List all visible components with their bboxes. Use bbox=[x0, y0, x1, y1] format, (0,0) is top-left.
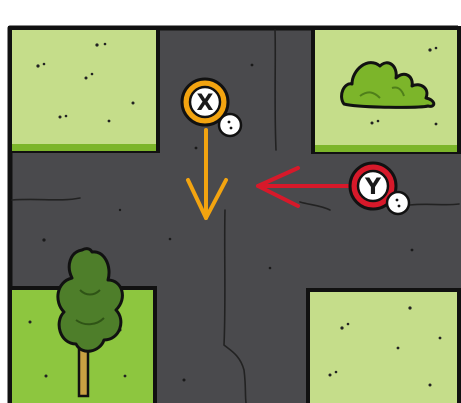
token-x-letter: X bbox=[197, 91, 214, 116]
tree-icon bbox=[56, 247, 124, 398]
token-y-letter: Y bbox=[364, 175, 382, 200]
grass-block-bottom-right bbox=[306, 288, 461, 403]
car-token-x[interactable]: X bbox=[180, 77, 243, 138]
token-y-dice-icon[interactable] bbox=[385, 190, 411, 216]
road-cracks bbox=[11, 29, 460, 403]
road-speckles bbox=[42, 63, 414, 382]
arrow-y-west-icon bbox=[256, 166, 352, 208]
token-x-dice-icon[interactable] bbox=[217, 112, 243, 138]
bush-icon bbox=[340, 61, 436, 109]
grass-speckles bbox=[28, 42, 442, 387]
grass-block-top-left bbox=[8, 26, 160, 153]
arrow-x-south-icon bbox=[186, 128, 228, 220]
car-token-y[interactable]: Y bbox=[348, 161, 411, 216]
